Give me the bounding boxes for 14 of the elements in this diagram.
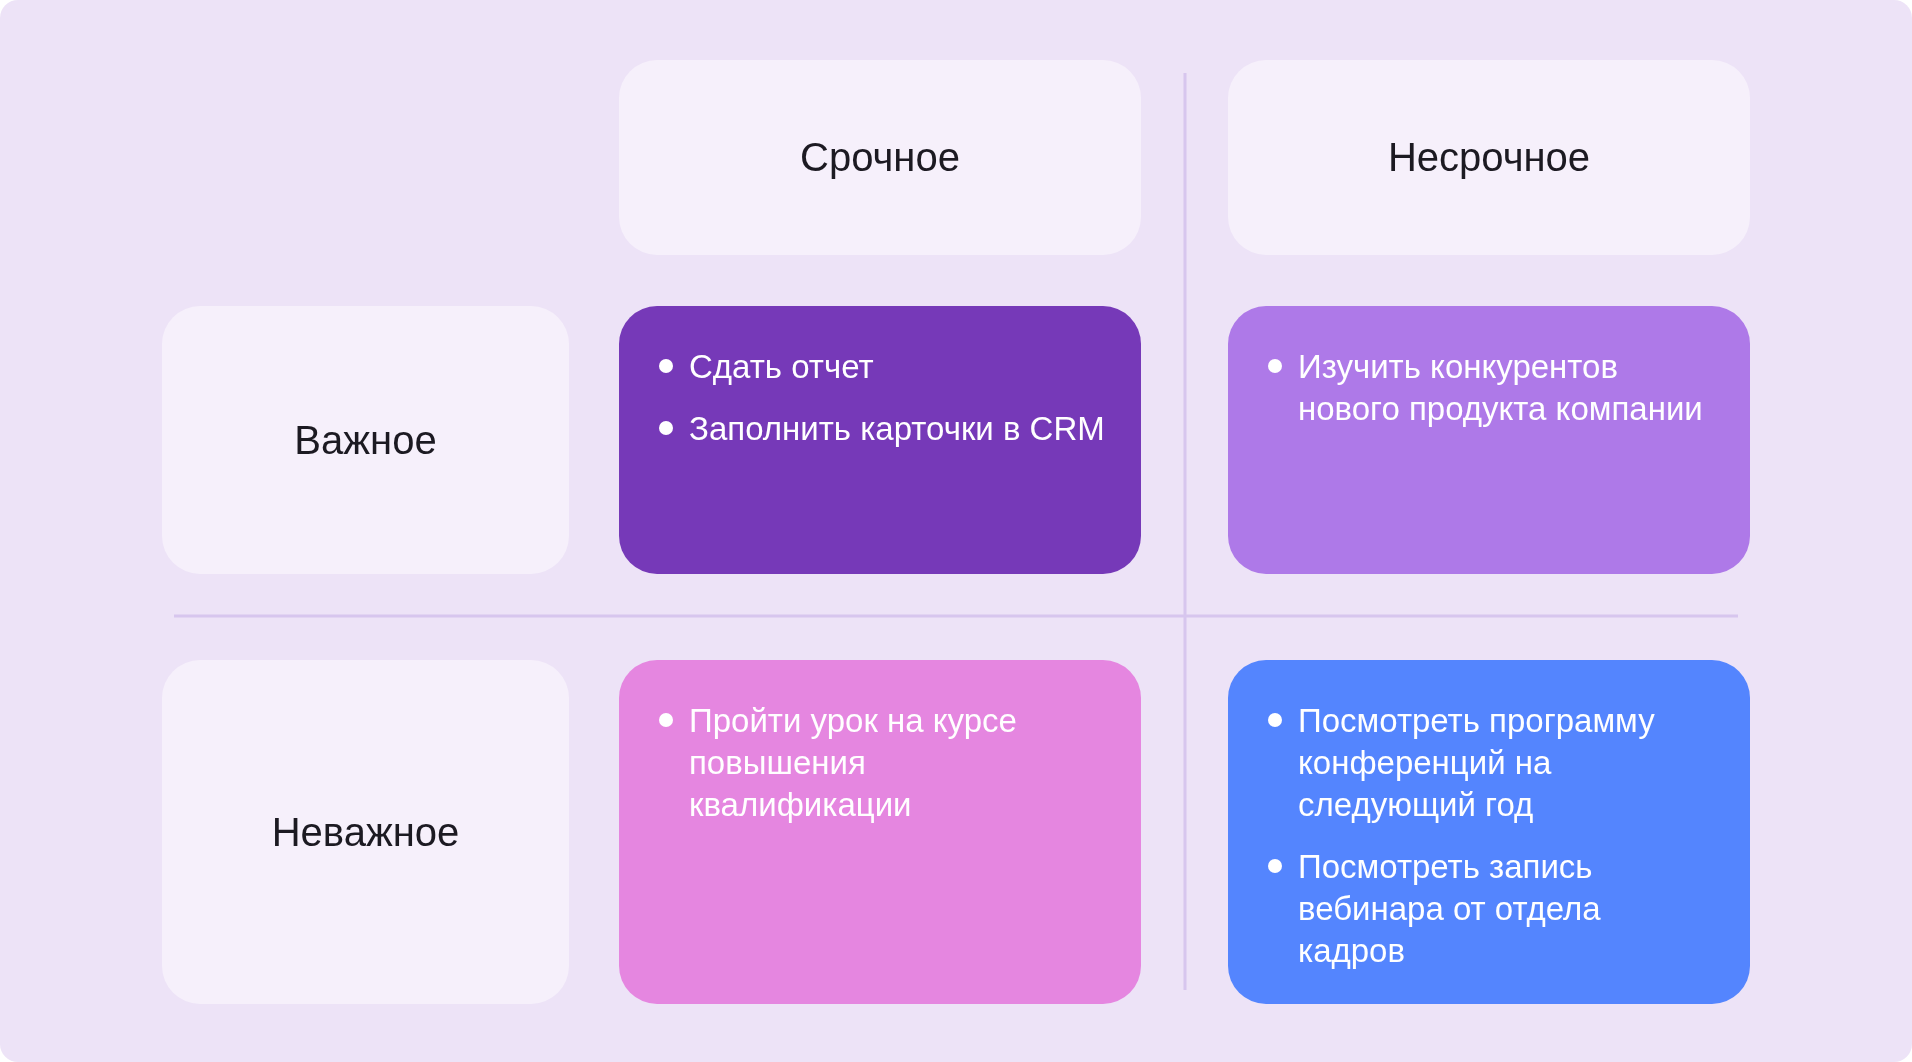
category-label: Важное <box>294 417 437 463</box>
quadrant-card <box>1228 306 1750 574</box>
task-text: Пройти урок на курсе повышения квалификации <box>689 701 1018 825</box>
quadrant-card <box>619 306 1141 574</box>
task-text: Посмотреть запись вебинара от отдела кадров <box>1298 847 1602 971</box>
task-text: Сдать отчет <box>689 347 874 387</box>
task-text: Заполнить карточки в CRM <box>689 409 1105 449</box>
task-text: Посмотреть программу конференций на следующий год <box>1298 701 1656 825</box>
category-label: Срочное <box>800 135 960 180</box>
task-text: Изучить конкурентов нового продукта компании <box>1298 347 1704 429</box>
quadrant-card <box>619 660 1141 1004</box>
category-label: Неважное <box>271 809 460 855</box>
quadrant-card <box>1228 660 1750 1004</box>
category-label: Несрочное <box>1387 135 1591 180</box>
